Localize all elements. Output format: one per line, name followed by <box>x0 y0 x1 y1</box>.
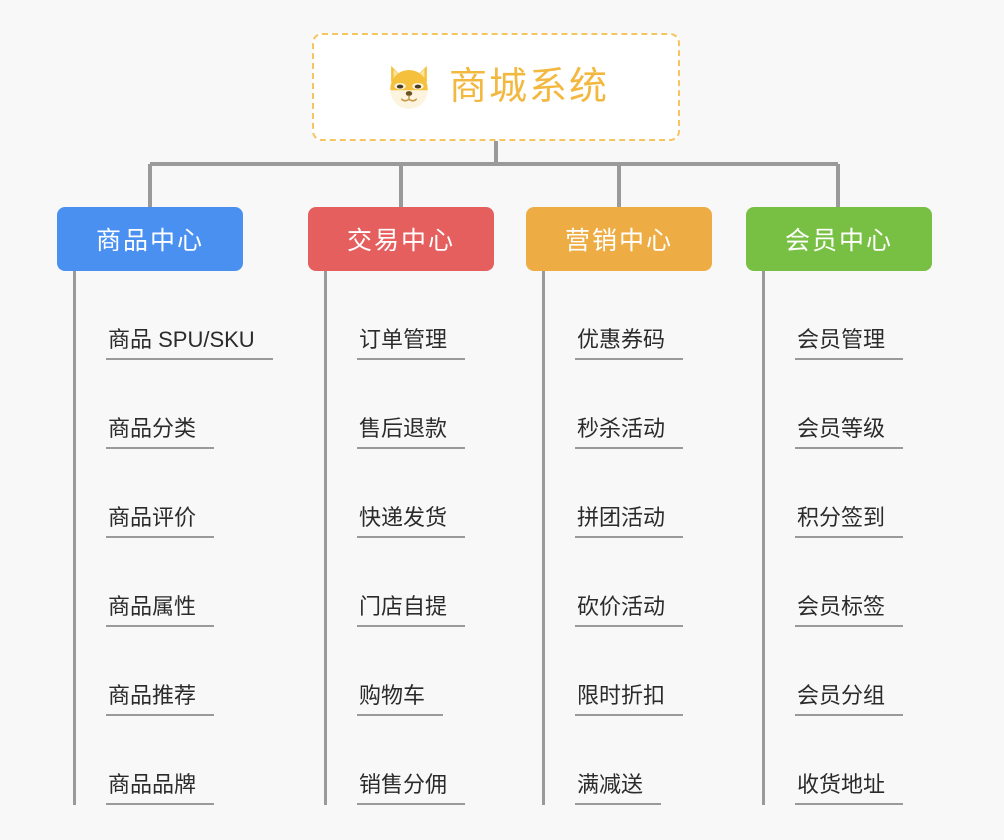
list-item[interactable]: 商品推荐 <box>76 627 273 716</box>
list-item-label: 拼团活动 <box>575 505 684 538</box>
branch-column-2: 交易中心 订单管理 售后退款 快递发货 门店自提 购物车 销售分佣 <box>308 207 494 805</box>
list-item[interactable]: 订单管理 <box>327 271 494 360</box>
root-node[interactable]: 商城系统 <box>312 33 680 141</box>
list-item-label: 会员标签 <box>795 594 904 627</box>
list-item-label: 会员分组 <box>795 683 904 716</box>
list-item-label: 砍价活动 <box>575 594 684 627</box>
list-item-label: 商品推荐 <box>106 683 215 716</box>
list-item[interactable]: 砍价活动 <box>545 538 712 627</box>
branch-list-3: 优惠券码 秒杀活动 拼团活动 砍价活动 限时折扣 满减送 <box>542 271 712 805</box>
list-item[interactable]: 售后退款 <box>327 360 494 449</box>
list-item[interactable]: 商品 SPU/SKU <box>76 271 273 360</box>
branch-header-4[interactable]: 会员中心 <box>746 207 932 271</box>
list-item-label: 销售分佣 <box>357 772 466 805</box>
list-item[interactable]: 收货地址 <box>765 716 932 805</box>
branch-column-4: 会员中心 会员管理 会员等级 积分签到 会员标签 会员分组 收货地址 <box>746 207 932 805</box>
list-item-label: 优惠券码 <box>575 327 684 360</box>
list-item-label: 快递发货 <box>357 505 466 538</box>
list-item[interactable]: 秒杀活动 <box>545 360 712 449</box>
branch-header-2[interactable]: 交易中心 <box>308 207 494 271</box>
list-item[interactable]: 销售分佣 <box>327 716 494 805</box>
list-item-label: 购物车 <box>357 683 444 716</box>
list-item-label: 商品评价 <box>106 505 215 538</box>
branch-list-2: 订单管理 售后退款 快递发货 门店自提 购物车 销售分佣 <box>324 271 494 805</box>
list-item[interactable]: 会员分组 <box>765 627 932 716</box>
list-item-label: 售后退款 <box>357 416 466 449</box>
list-item[interactable]: 优惠券码 <box>545 271 712 360</box>
list-item[interactable]: 限时折扣 <box>545 627 712 716</box>
list-item[interactable]: 满减送 <box>545 716 712 805</box>
list-item-label: 限时折扣 <box>575 683 684 716</box>
list-item[interactable]: 拼团活动 <box>545 449 712 538</box>
list-item[interactable]: 门店自提 <box>327 538 494 627</box>
list-item[interactable]: 商品评价 <box>76 449 273 538</box>
list-item[interactable]: 会员标签 <box>765 538 932 627</box>
branch-column-3: 营销中心 优惠券码 秒杀活动 拼团活动 砍价活动 限时折扣 满减送 <box>526 207 712 805</box>
list-item[interactable]: 购物车 <box>327 627 494 716</box>
list-item-label: 商品品牌 <box>106 772 215 805</box>
branch-column-1: 商品中心 商品 SPU/SKU 商品分类 商品评价 商品属性 商品推荐 商品品牌 <box>57 207 273 805</box>
list-item-label: 收货地址 <box>795 772 904 805</box>
list-item-label: 满减送 <box>575 772 662 805</box>
list-item[interactable]: 快递发货 <box>327 449 494 538</box>
list-item[interactable]: 积分签到 <box>765 449 932 538</box>
list-item-label: 订单管理 <box>357 327 466 360</box>
list-item-label: 门店自提 <box>357 594 466 627</box>
shiba-dog-icon <box>390 65 428 109</box>
list-item-label: 商品分类 <box>106 416 215 449</box>
list-item-label: 商品 SPU/SKU <box>106 327 273 360</box>
branch-header-1[interactable]: 商品中心 <box>57 207 243 271</box>
list-item[interactable]: 商品属性 <box>76 538 273 627</box>
list-item-label: 商品属性 <box>106 594 215 627</box>
list-item-label: 会员等级 <box>795 416 904 449</box>
list-item[interactable]: 商品品牌 <box>76 716 273 805</box>
branch-header-3[interactable]: 营销中心 <box>526 207 712 271</box>
list-item-label: 秒杀活动 <box>575 416 684 449</box>
list-item[interactable]: 会员等级 <box>765 360 932 449</box>
list-item-label: 会员管理 <box>795 327 904 360</box>
root-title: 商城系统 <box>448 66 609 108</box>
branch-list-4: 会员管理 会员等级 积分签到 会员标签 会员分组 收货地址 <box>762 271 932 805</box>
branch-list-1: 商品 SPU/SKU 商品分类 商品评价 商品属性 商品推荐 商品品牌 <box>73 271 273 805</box>
list-item-label: 积分签到 <box>795 505 904 538</box>
list-item[interactable]: 商品分类 <box>76 360 273 449</box>
list-item[interactable]: 会员管理 <box>765 271 932 360</box>
